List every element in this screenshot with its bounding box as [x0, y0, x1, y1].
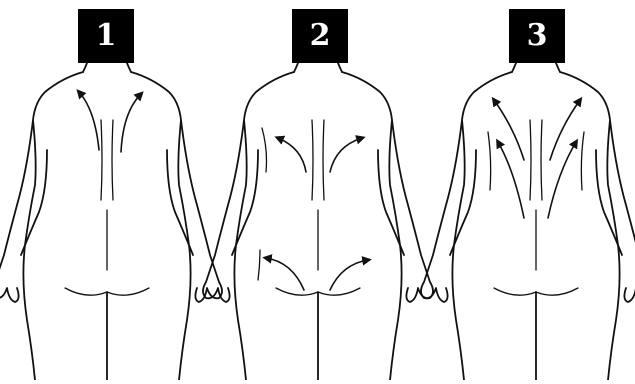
arrow-2b	[330, 138, 362, 172]
step-3-badge: 3	[509, 9, 565, 63]
arrow-3a	[494, 100, 524, 160]
arrow-2d	[330, 260, 368, 290]
arrow-1b	[121, 94, 141, 152]
figure-2-body	[203, 63, 433, 380]
arrow-2c	[266, 258, 304, 290]
arrow-3c	[498, 142, 524, 218]
figure-3-body	[421, 63, 635, 380]
arrow-2a	[278, 138, 306, 172]
step-2-badge: 2	[292, 9, 348, 63]
step-1-badge: 1	[78, 9, 134, 63]
arrow-1a	[79, 92, 99, 150]
arrow-3b	[550, 100, 580, 160]
figure-1-body	[0, 63, 222, 380]
